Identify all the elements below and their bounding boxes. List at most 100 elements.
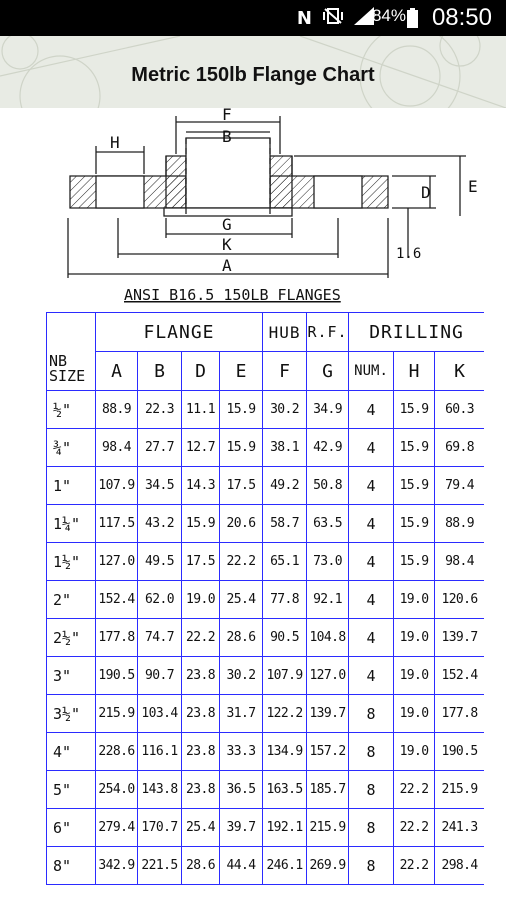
flange-table: NB SIZE FLANGE HUB R.F. DRILLING A B D E… bbox=[46, 312, 484, 885]
signal-icon bbox=[354, 6, 374, 30]
cell-k: 139.7 bbox=[434, 618, 484, 657]
cell-f: 90.5 bbox=[262, 618, 308, 657]
background-pattern bbox=[0, 36, 506, 108]
cell-d: 15.9 bbox=[181, 504, 220, 543]
cell-f: 38.1 bbox=[262, 428, 308, 467]
dim-e-label: E bbox=[468, 177, 478, 196]
cell-k: 69.8 bbox=[434, 428, 484, 467]
dim-k-label: K bbox=[222, 235, 232, 254]
flange-group-header: FLANGE bbox=[94, 312, 264, 352]
cell-f: 163.5 bbox=[262, 770, 308, 809]
cell-a: 342.9 bbox=[95, 846, 138, 885]
col-f-header: F bbox=[262, 351, 308, 391]
cell-k: 60.3 bbox=[434, 390, 484, 429]
col-h-header: H bbox=[393, 351, 436, 391]
cell-a: 152.4 bbox=[95, 580, 138, 619]
status-icons: N bbox=[297, 6, 374, 30]
hub-group-header: HUB bbox=[262, 312, 308, 352]
nb-size-cell: 5" bbox=[46, 770, 96, 809]
cell-b: 34.5 bbox=[137, 466, 182, 505]
nb-size-cell: 4" bbox=[46, 732, 96, 771]
dim-g-label: G bbox=[222, 215, 232, 234]
cell-b: 49.5 bbox=[137, 542, 182, 581]
cell-d: 25.4 bbox=[181, 808, 220, 847]
cell-g: 42.9 bbox=[306, 428, 350, 467]
cell-d: 23.8 bbox=[181, 770, 220, 809]
cell-f: 107.9 bbox=[262, 656, 308, 695]
cell-e: 33.3 bbox=[218, 732, 264, 771]
cell-d: 23.8 bbox=[181, 656, 220, 695]
cell-num: 8 bbox=[348, 732, 395, 771]
cell-a: 190.5 bbox=[95, 656, 138, 695]
cell-e: 36.5 bbox=[218, 770, 264, 809]
cell-h: 22.2 bbox=[393, 770, 436, 809]
cell-k: 120.6 bbox=[434, 580, 484, 619]
cell-g: 215.9 bbox=[306, 808, 350, 847]
cell-b: 116.1 bbox=[137, 732, 182, 771]
cell-f: 65.1 bbox=[262, 542, 308, 581]
nb-size-cell: 1½" bbox=[46, 542, 96, 581]
cell-num: 4 bbox=[348, 656, 395, 695]
status-bar: N 84% 08:50 bbox=[0, 0, 506, 36]
cell-h: 19.0 bbox=[393, 732, 436, 771]
cell-b: 74.7 bbox=[137, 618, 182, 657]
nb-size-cell: 1¼" bbox=[46, 504, 96, 543]
nb-size-cell: 2" bbox=[46, 580, 96, 619]
cell-b: 27.7 bbox=[137, 428, 182, 467]
cell-a: 98.4 bbox=[95, 428, 138, 467]
nb-size-cell: 8" bbox=[46, 846, 96, 885]
cell-h: 15.9 bbox=[393, 542, 436, 581]
cell-g: 157.2 bbox=[306, 732, 350, 771]
cell-f: 30.2 bbox=[262, 390, 308, 429]
cell-k: 79.4 bbox=[434, 466, 484, 505]
nb-size-header: NB SIZE bbox=[46, 312, 96, 391]
cell-a: 107.9 bbox=[95, 466, 138, 505]
cell-e: 15.9 bbox=[218, 390, 264, 429]
cell-h: 19.0 bbox=[393, 694, 436, 733]
cell-d: 22.2 bbox=[181, 618, 220, 657]
cell-num: 8 bbox=[348, 694, 395, 733]
cell-g: 269.9 bbox=[306, 846, 350, 885]
cell-num: 4 bbox=[348, 542, 395, 581]
col-k-header: K bbox=[434, 351, 484, 391]
cell-g: 73.0 bbox=[306, 542, 350, 581]
cell-h: 19.0 bbox=[393, 656, 436, 695]
cell-d: 23.8 bbox=[181, 732, 220, 771]
cell-k: 177.8 bbox=[434, 694, 484, 733]
cell-g: 63.5 bbox=[306, 504, 350, 543]
cell-num: 4 bbox=[348, 618, 395, 657]
cell-e: 31.7 bbox=[218, 694, 264, 733]
col-e-header: E bbox=[218, 351, 264, 391]
cell-num: 8 bbox=[348, 770, 395, 809]
cell-f: 58.7 bbox=[262, 504, 308, 543]
cell-g: 104.8 bbox=[306, 618, 350, 657]
cell-k: 98.4 bbox=[434, 542, 484, 581]
cell-e: 17.5 bbox=[218, 466, 264, 505]
battery-icon bbox=[407, 8, 418, 33]
rf-group-header: R.F. bbox=[306, 312, 350, 352]
cell-f: 77.8 bbox=[262, 580, 308, 619]
cell-k: 152.4 bbox=[434, 656, 484, 695]
cell-h: 19.0 bbox=[393, 618, 436, 657]
cell-num: 4 bbox=[348, 466, 395, 505]
cell-num: 4 bbox=[348, 580, 395, 619]
cell-g: 139.7 bbox=[306, 694, 350, 733]
dim-b-label: B bbox=[222, 127, 232, 146]
dim-h-label: H bbox=[110, 133, 120, 152]
cell-d: 14.3 bbox=[181, 466, 220, 505]
cell-a: 228.6 bbox=[95, 732, 138, 771]
cell-num: 8 bbox=[348, 808, 395, 847]
cell-a: 279.4 bbox=[95, 808, 138, 847]
cell-g: 185.7 bbox=[306, 770, 350, 809]
nb-size-cell: ¾" bbox=[46, 428, 96, 467]
cell-e: 28.6 bbox=[218, 618, 264, 657]
cell-a: 215.9 bbox=[95, 694, 138, 733]
